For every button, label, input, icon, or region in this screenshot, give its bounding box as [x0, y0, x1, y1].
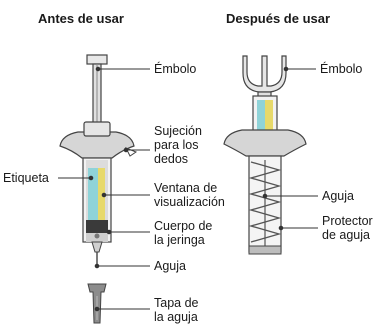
- finger-grip-before: [59, 121, 138, 159]
- leader-lines-right: [262, 66, 318, 231]
- label-syringe-body-line1: Cuerpo de: [154, 219, 213, 233]
- needle-cap: [87, 283, 107, 324]
- needle-guard: [248, 155, 282, 255]
- title-after-use: Después de usar: [226, 11, 331, 26]
- label-needle-guard-line2: de aguja: [322, 228, 370, 242]
- label-needle-before: Aguja: [154, 259, 186, 273]
- plunger-rod-before: [86, 54, 108, 131]
- syringe-after-use: [223, 55, 307, 255]
- syringe-before-use: [59, 54, 138, 324]
- label-viewing-window: Ventana de visualización: [154, 181, 225, 209]
- label-finger-grip-line3: dedos: [154, 152, 189, 166]
- label-needle-guard-line1: Protector: [322, 214, 373, 228]
- label-needle-guard: Protector de aguja: [322, 214, 373, 242]
- label-viewing-window-line2: visualización: [154, 195, 225, 209]
- title-before-use: Antes de usar: [38, 11, 124, 26]
- label-finger-grip: Sujeción para los dedos: [154, 124, 202, 166]
- label-plunger-after: Émbolo: [320, 62, 363, 76]
- label-needle-cap-line1: Tapa de: [154, 296, 199, 310]
- label-finger-grip-line1: Sujeción: [154, 124, 202, 138]
- label-finger-grip-line2: para los: [154, 138, 199, 152]
- label-needle-cap-line2: la aguja: [154, 310, 198, 324]
- label-viewing-window-line1: Ventana de: [154, 181, 218, 195]
- label-plunger-before: Émbolo: [154, 62, 197, 76]
- label-needle-cap: Tapa de la aguja: [154, 296, 198, 324]
- label-syringe-body-line2: la jeringa: [154, 233, 205, 247]
- leader-lines-left: [58, 66, 150, 312]
- syringe-barrel-after: [252, 95, 278, 137]
- label-label: Etiqueta: [3, 171, 49, 185]
- label-needle-after: Aguja: [322, 189, 354, 203]
- label-syringe-body: Cuerpo de la jeringa: [154, 219, 212, 247]
- syringe-barrel-before: [82, 157, 112, 243]
- finger-grip-after: [223, 129, 307, 157]
